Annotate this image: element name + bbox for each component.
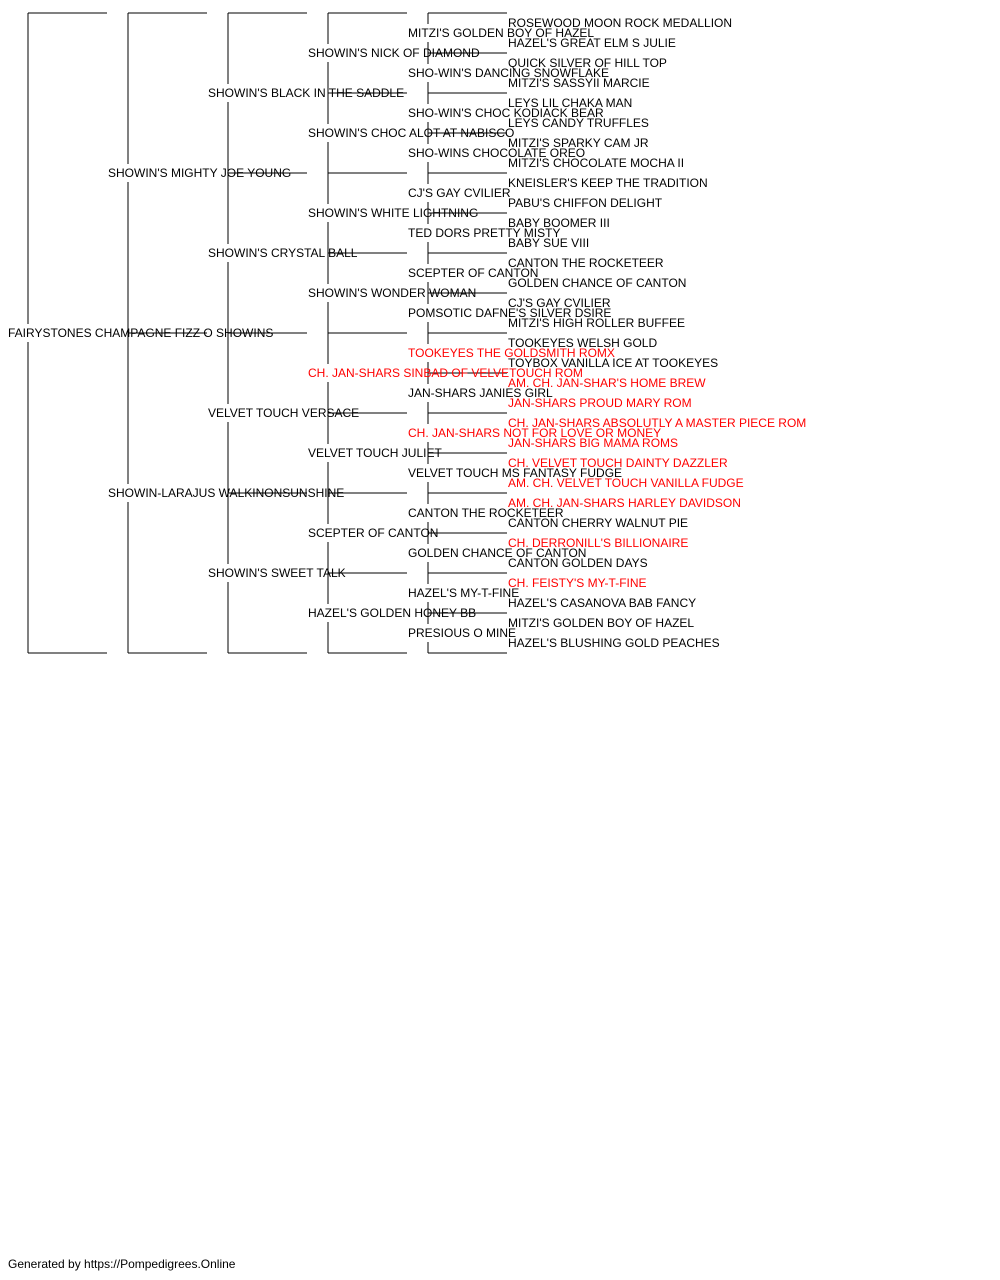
generated-by-footer: Generated by https://Pompedigrees.Online: [8, 1257, 236, 1271]
gen3-dog-name: SHOWIN'S NICK OF DIAMOND: [308, 46, 480, 60]
gen5-dog-name: MITZI'S GOLDEN BOY OF HAZEL: [508, 616, 695, 630]
gen5-dog-name: AM. CH. JAN-SHARS HARLEY DAVIDSON: [508, 496, 741, 510]
gen4-dog-name: HAZEL'S MY-T-FINE: [408, 586, 520, 600]
gen4-dog-name: POMSOTIC DAFNE'S SILVER DSIRE: [408, 306, 612, 320]
gen3-dog-name: SHOWIN'S WONDER WOMAN: [308, 286, 477, 300]
gen5-dog-name: CANTON CHERRY WALNUT PIE: [508, 516, 689, 530]
gen3-dog-name: CH. JAN-SHARS SINBAD OF VELVETOUCH ROM: [308, 366, 583, 380]
gen4-dog-name: SHO-WIN'S CHOC KODIACK BEAR: [408, 106, 604, 120]
gen5-dog-name: HAZEL'S GREAT ELM S JULIE: [508, 36, 676, 50]
gen4-dog-name: SHO-WIN'S DANCING SNOWFLAKE: [408, 66, 609, 80]
gen5-dog-name: CH. DERRONILL'S BILLIONAIRE: [508, 536, 689, 550]
gen4-dog-name: JAN-SHARS JANIES GIRL: [408, 386, 553, 400]
gen4-dog-name: TED DORS PRETTY MISTY: [408, 226, 561, 240]
gen5-dog-name: MITZI'S HIGH ROLLER BUFFEE: [508, 316, 685, 330]
gen5-dog-name: MITZI'S SASSYII MARCIE: [508, 76, 650, 90]
gen5-dog-name: JAN-SHARS PROUD MARY ROM: [508, 396, 692, 410]
gen5-dog-name: QUICK SILVER OF HILL TOP: [508, 56, 667, 70]
gen5-dog-name: AM. CH. JAN-SHAR'S HOME BREW: [508, 376, 706, 390]
gen3-dog-name: SHOWIN'S CHOC ALOT AT NABISCO: [308, 126, 515, 140]
gen5-dog-name: LEYS CANDY TRUFFLES: [508, 116, 649, 130]
gen5-dog-name: CJ'S GAY CVILIER: [508, 296, 611, 310]
gen4-dog-name: TOOKEYES THE GOLDSMITH ROMX: [408, 346, 615, 360]
gen4-dog-name: SHO-WINS CHOCOLATE OREO: [408, 146, 586, 160]
gen5-dog-name: MITZI'S CHOCOLATE MOCHA II: [508, 156, 685, 170]
gen5-dog-name: JAN-SHARS BIG MAMA ROMS: [508, 436, 679, 450]
gen4-dog-name: SCEPTER OF CANTON: [408, 266, 539, 280]
gen4-dog-name: MITZI'S GOLDEN BOY OF HAZEL: [408, 26, 595, 40]
gen4-dog-name: CH. JAN-SHARS NOT FOR LOVE OR MONEY: [408, 426, 662, 440]
gen5-dog-name: GOLDEN CHANCE OF CANTON: [508, 276, 687, 290]
gen1-dog-name: SHOWIN'S MIGHTY JOE YOUNG: [108, 166, 292, 180]
gen3-dog-name: SHOWIN'S WHITE LIGHTNING: [308, 206, 479, 220]
gen4-dog-name: GOLDEN CHANCE OF CANTON: [408, 546, 587, 560]
gen1-dog-name: SHOWIN-LARAJUS WALKINONSUNSHINE: [108, 486, 345, 500]
gen5-dog-name: CANTON GOLDEN DAYS: [508, 556, 648, 570]
gen5-dog-name: CANTON THE ROCKETEER: [508, 256, 664, 270]
gen5-dog-name: CH. FEISTY'S MY-T-FINE: [508, 576, 647, 590]
gen4-dog-name: CJ'S GAY CVILIER: [408, 186, 511, 200]
gen2-dog-name: SHOWIN'S CRYSTAL BALL: [208, 246, 358, 260]
gen5-dog-name: MITZI'S SPARKY CAM JR: [508, 136, 649, 150]
gen2-dog-name: VELVET TOUCH VERSACE: [208, 406, 360, 420]
gen5-dog-name: HAZEL'S CASANOVA BAB FANCY: [508, 596, 697, 610]
gen5-dog-name: BABY SUE VIII: [508, 236, 590, 250]
gen5-dog-name: CH. JAN-SHARS ABSOLUTLY A MASTER PIECE R…: [508, 416, 807, 430]
gen4-dog-name: VELVET TOUCH MS FANTASY FUDGE: [408, 466, 623, 480]
gen3-dog-name: HAZEL'S GOLDEN HONEY BB: [308, 606, 477, 620]
gen5-dog-name: LEYS LIL CHAKA MAN: [508, 96, 633, 110]
gen5-dog-name: ROSEWOOD MOON ROCK MEDALLION: [508, 16, 733, 30]
gen4-dog-name: CANTON THE ROCKETEER: [408, 506, 564, 520]
gen5-dog-name: PABU'S CHIFFON DELIGHT: [508, 196, 663, 210]
gen5-dog-name: TOYBOX VANILLA ICE AT TOOKEYES: [508, 356, 719, 370]
gen5-dog-name: HAZEL'S BLUSHING GOLD PEACHES: [508, 636, 720, 650]
gen5-dog-name: KNEISLER'S KEEP THE TRADITION: [508, 176, 708, 190]
gen3-dog-name: SCEPTER OF CANTON: [308, 526, 439, 540]
subject-dog-name: FAIRYSTONES CHAMPAGNE FIZZ O SHOWINS: [8, 326, 274, 340]
gen3-dog-name: VELVET TOUCH JULIET: [308, 446, 442, 460]
gen4-dog-name: PRESIOUS O MINE: [408, 626, 517, 640]
gen5-dog-name: TOOKEYES WELSH GOLD: [508, 336, 658, 350]
gen2-dog-name: SHOWIN'S BLACK IN THE SADDLE: [208, 86, 405, 100]
gen2-dog-name: SHOWIN'S SWEET TALK: [208, 566, 346, 580]
gen5-dog-name: CH. VELVET TOUCH DAINTY DAZZLER: [508, 456, 728, 470]
gen5-dog-name: BABY BOOMER III: [508, 216, 610, 230]
gen5-dog-name: AM. CH. VELVET TOUCH VANILLA FUDGE: [508, 476, 744, 490]
